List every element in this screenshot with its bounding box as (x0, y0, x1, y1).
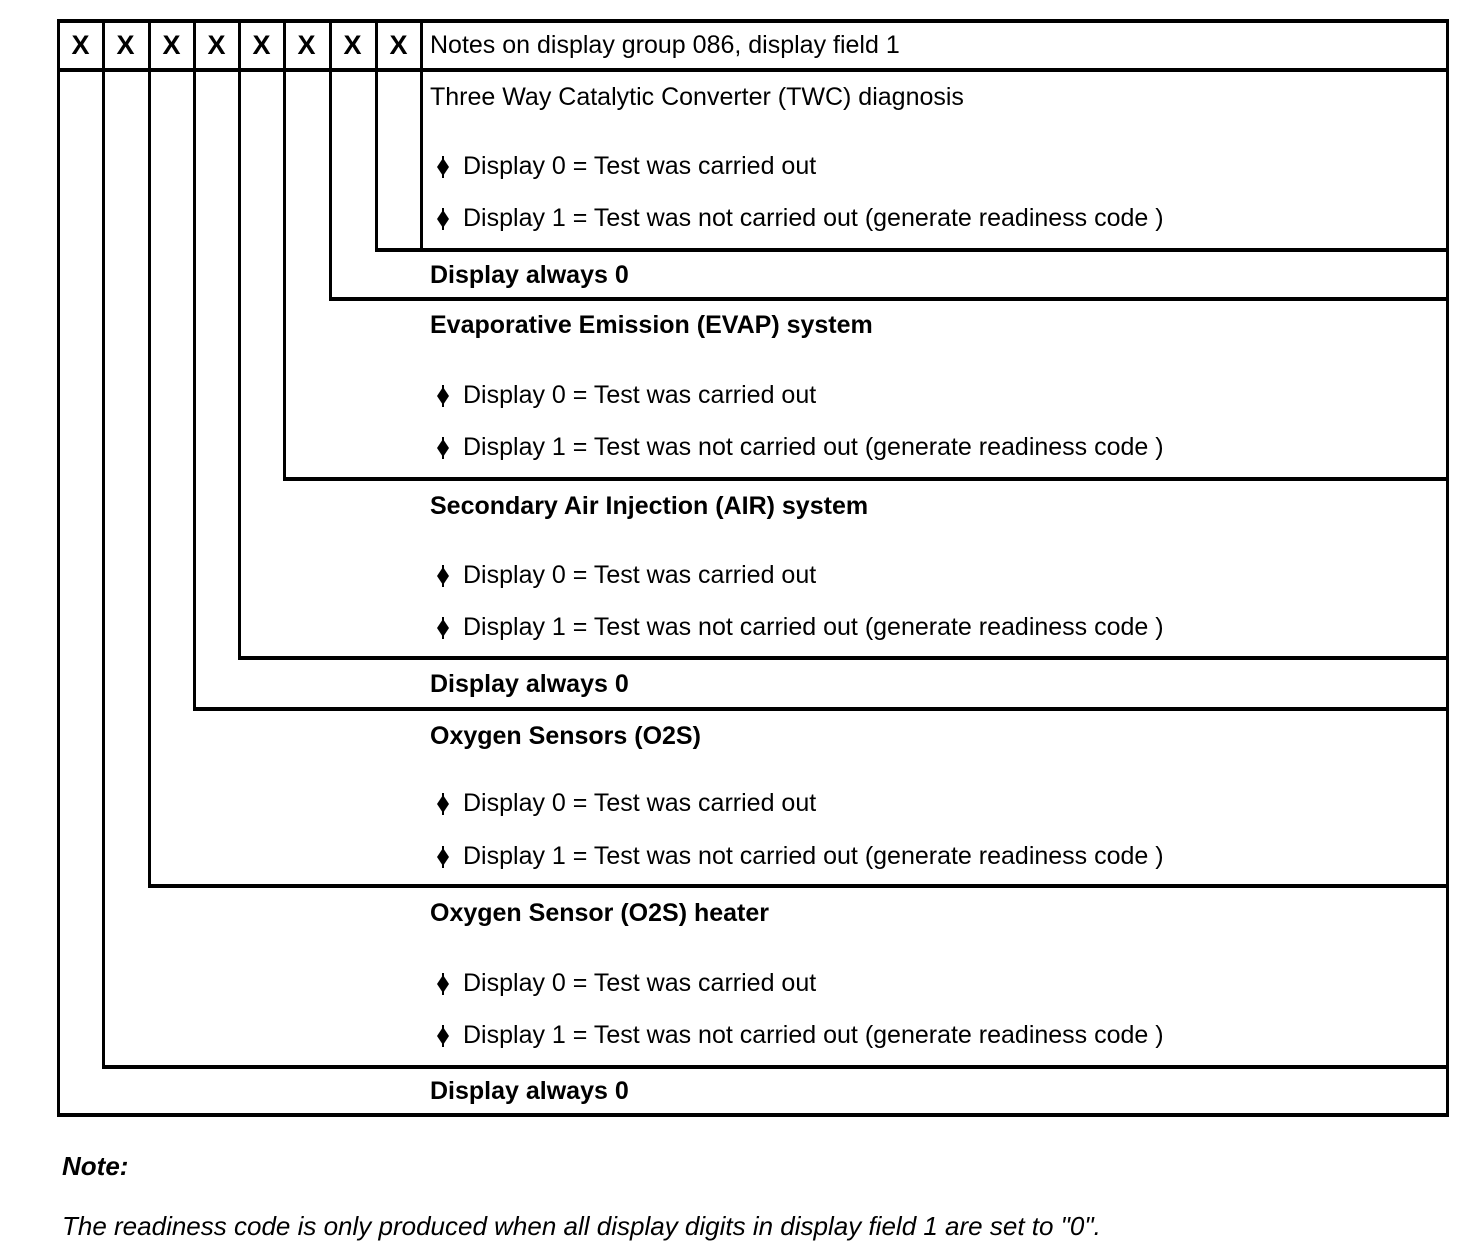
diamond-bullet-icon (437, 384, 449, 407)
bullet-text: Display 1 = Test was not carried out (ge… (463, 613, 1164, 641)
section-title-always-zero: Display always 0 (430, 1077, 629, 1105)
digit-cell-1: X (71, 30, 90, 60)
connector-line-horizontal (102, 1065, 1449, 1069)
section-title-evap: Evaporative Emission (EVAP) system (430, 311, 873, 339)
bullet-text: Display 1 = Test was not carried out (ge… (463, 842, 1164, 870)
section-title-o2s: Oxygen Sensors (O2S) (430, 722, 701, 750)
section-title-twc: Three Way Catalytic Converter (TWC) diag… (430, 83, 964, 111)
diamond-bullet-icon (437, 972, 449, 995)
diamond-bullet-icon (437, 436, 449, 459)
bullet-text: Display 0 = Test was carried out (463, 789, 817, 817)
section-title-air: Secondary Air Injection (AIR) system (430, 492, 869, 520)
bullet-item: Display 1 = Test was not carried out (ge… (436, 204, 1164, 233)
bullet-text: Display 0 = Test was carried out (463, 152, 817, 180)
connector-line-vertical (420, 19, 423, 252)
bullet-item: Display 1 = Test was not carried out (ge… (436, 433, 1164, 462)
digit-cell-3: X (162, 30, 181, 60)
table-right-border (1446, 19, 1449, 1117)
diamond-bullet-icon (437, 845, 449, 868)
connector-line-horizontal (375, 248, 1449, 252)
table-top-border (57, 19, 1449, 23)
bullet-text: Display 1 = Test was not carried out (ge… (463, 204, 1164, 232)
diamond-bullet-icon (437, 616, 449, 639)
digit-cell-5: X (252, 30, 271, 60)
bullet-item: Display 0 = Test was carried out (436, 789, 816, 818)
bullet-item: Display 0 = Test was carried out (436, 969, 816, 998)
table-bottom-border (57, 1113, 1449, 1117)
bullet-text: Display 1 = Test was not carried out (ge… (463, 1021, 1164, 1049)
connector-line-vertical (329, 19, 332, 301)
connector-line-vertical (102, 19, 105, 1069)
connector-line-vertical (375, 19, 378, 252)
section-title-always-zero: Display always 0 (430, 261, 629, 289)
diamond-bullet-icon (437, 564, 449, 587)
connector-line-vertical (283, 19, 286, 481)
digit-cell-4: X (207, 30, 226, 60)
bullet-text: Display 0 = Test was carried out (463, 381, 817, 409)
bullet-item: Display 1 = Test was not carried out (ge… (436, 613, 1164, 642)
bullet-text: Display 1 = Test was not carried out (ge… (463, 433, 1164, 461)
connector-line-vertical (238, 19, 241, 660)
bullet-item: Display 1 = Test was not carried out (ge… (436, 842, 1164, 871)
section-title-always-zero: Display always 0 (430, 670, 629, 698)
note-text: The readiness code is only produced when… (62, 1211, 1101, 1241)
bullet-item: Display 0 = Test was carried out (436, 381, 816, 410)
bullet-text: Display 0 = Test was carried out (463, 969, 817, 997)
connector-line-vertical (57, 19, 60, 1117)
digit-cell-2: X (116, 30, 135, 60)
connector-line-horizontal (283, 477, 1449, 481)
connector-line-horizontal (238, 656, 1449, 660)
connector-line-vertical (148, 19, 151, 888)
diamond-bullet-icon (437, 1024, 449, 1047)
connector-line-horizontal (329, 297, 1449, 301)
bullet-item: Display 0 = Test was carried out (436, 561, 816, 590)
bullet-item: Display 1 = Test was not carried out (ge… (436, 1021, 1164, 1050)
table-header-title: Notes on display group 086, display fiel… (430, 31, 900, 59)
diamond-bullet-icon (437, 792, 449, 815)
connector-line-horizontal (148, 884, 1449, 888)
diamond-bullet-icon (437, 155, 449, 178)
digit-cell-6: X (297, 30, 316, 60)
digit-row-bottom-border (57, 68, 1449, 72)
digit-cell-8: X (389, 30, 408, 60)
diamond-bullet-icon (437, 207, 449, 230)
digit-cell-7: X (343, 30, 362, 60)
note-label: Note: (62, 1151, 129, 1181)
section-title-o2s-heater: Oxygen Sensor (O2S) heater (430, 899, 770, 927)
bullet-item: Display 0 = Test was carried out (436, 152, 816, 181)
connector-line-vertical (193, 19, 196, 711)
connector-line-horizontal (193, 707, 1449, 711)
bullet-text: Display 0 = Test was carried out (463, 561, 817, 589)
